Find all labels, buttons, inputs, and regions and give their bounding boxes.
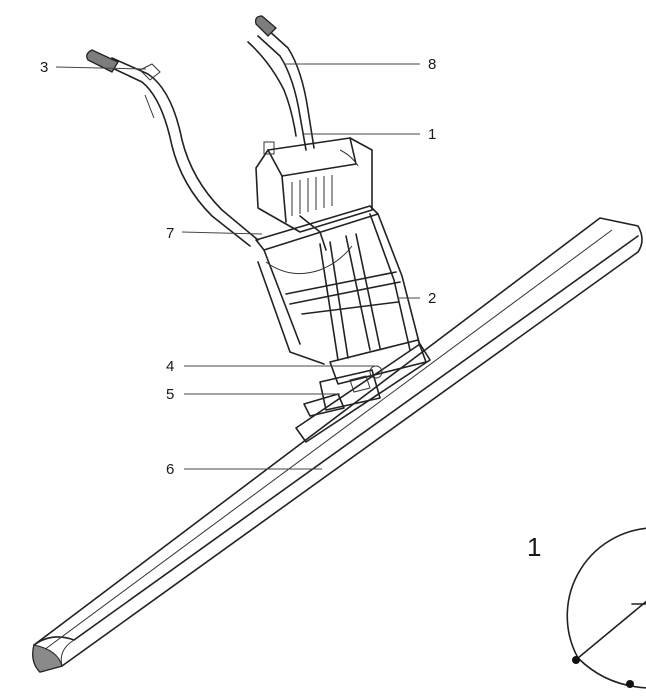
callout-4: 4: [166, 358, 174, 375]
leader-3: [55, 66, 147, 70]
leader-7: [181, 231, 263, 235]
left-handle: [86, 49, 259, 247]
mount-bracket: [303, 339, 427, 417]
leader-lines: [55, 63, 420, 470]
screed-blade: [32, 217, 643, 673]
inset-end-dot: [626, 680, 634, 688]
engine: [255, 137, 373, 251]
callout-7: 7: [166, 225, 174, 242]
right-handle: [247, 15, 315, 151]
callout-1: 1: [428, 126, 436, 143]
frame: [255, 205, 421, 365]
inset-pivot-dot: [572, 656, 580, 664]
callout-labels: 3 8 1 7 2 4 5 6 1: [40, 56, 541, 562]
callout-2: 2: [428, 290, 436, 307]
callout-6: 6: [166, 461, 174, 478]
callout-5: 5: [166, 386, 174, 403]
callout-3: 3: [40, 59, 48, 76]
inset-detail: [566, 527, 646, 689]
inset-label: 1: [527, 532, 541, 562]
callout-8: 8: [428, 56, 436, 73]
